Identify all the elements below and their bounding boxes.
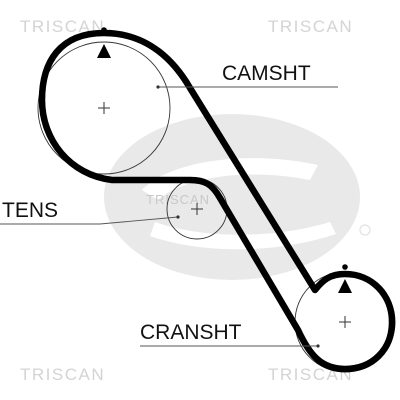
gates-logo-watermark: [104, 114, 371, 280]
timing-belt: [38, 29, 396, 373]
tensioner-label: TENS: [2, 199, 58, 222]
crankshaft-timing-mark-icon: [338, 264, 352, 293]
tensioner-leader-line: [0, 216, 179, 225]
tensioner-leader-dot: [176, 215, 180, 219]
watermark-bottom-left: TRISCAN: [20, 365, 105, 384]
crankshaft-label: CRANSHT: [140, 321, 242, 344]
watermark-top-right: TRISCAN: [268, 17, 353, 36]
camshaft-leader-dot: [156, 85, 160, 89]
watermark-top-left: TRISCAN: [20, 17, 105, 36]
camshaft-timing-mark-icon: [97, 27, 111, 58]
watermark-center: TRISCAN: [146, 192, 210, 207]
tensioner-center-crosshair-icon: [191, 203, 203, 215]
crankshaft-leader-dot: [316, 344, 320, 348]
crankshaft-center-crosshair-icon: [339, 316, 351, 328]
camshaft-pulley: [37, 41, 171, 175]
camshaft-label: CAMSHT: [222, 62, 311, 85]
camshaft-center-crosshair-icon: [98, 102, 110, 114]
